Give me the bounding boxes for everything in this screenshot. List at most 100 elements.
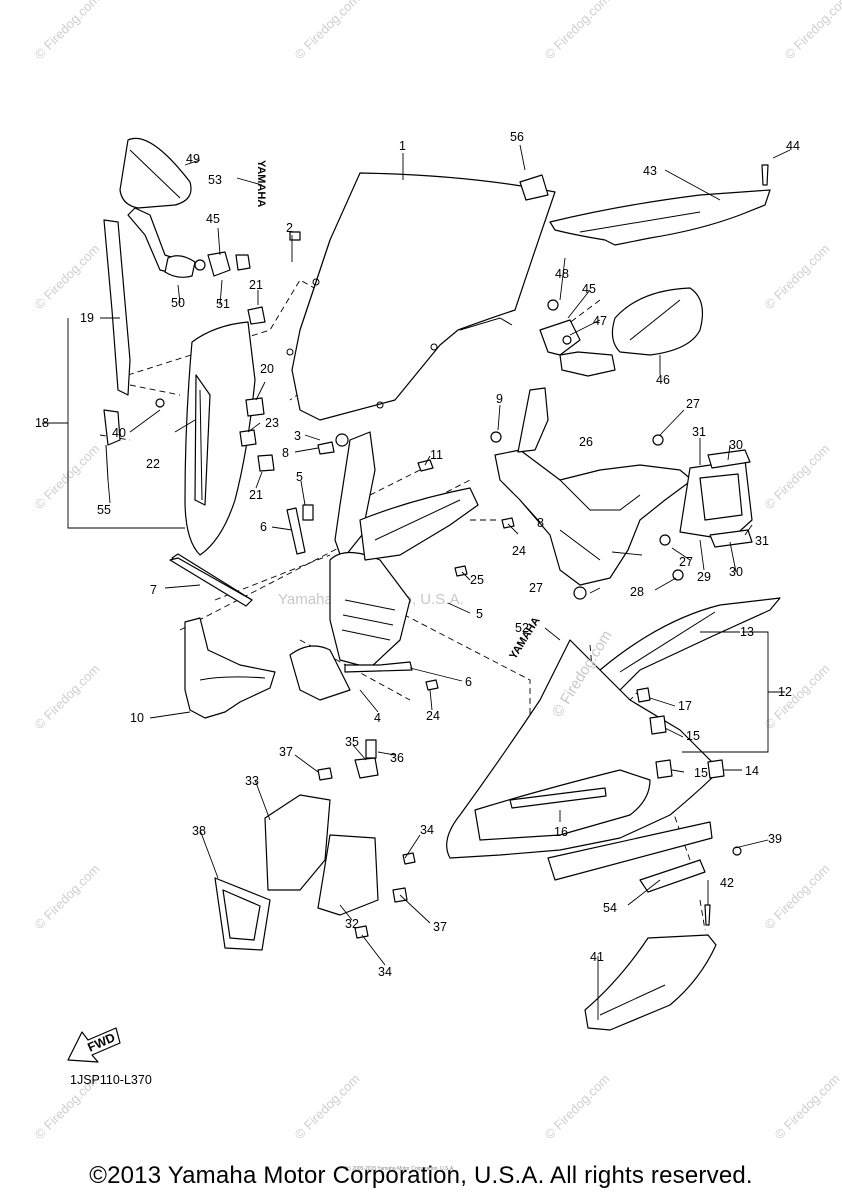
callout-38: 38 [192,824,206,838]
callout-25: 25 [470,573,484,587]
callout-14: 14 [745,764,759,778]
callout-5: 5 [296,470,303,484]
watermark: © Firedog.com [32,441,103,512]
diagram-reference-code: 1JSP110-L370 [70,1073,152,1087]
callout-36: 36 [390,751,404,765]
callout-31: 31 [755,534,769,548]
watermark: © Firedog.com [762,861,833,932]
clips-left [239,231,301,472]
callout-30: 30 [729,565,743,579]
copyright-notice: ©2013 Yamaha Motor Corporation, U.S.A. A… [89,1162,753,1189]
watermark: © Firedog.com [32,241,103,312]
watermark: © Firedog.com [32,661,103,732]
callout-21: 21 [249,488,263,502]
callout-37: 37 [279,745,293,759]
callout-44: 44 [786,139,800,153]
rod-7 [169,557,253,607]
callout-47: 47 [593,314,607,328]
callout-32: 32 [345,917,359,931]
callout-53: 53 [208,173,222,187]
callout-29: 29 [697,570,711,584]
callout-27: 27 [679,555,693,569]
callout-31: 31 [692,425,706,439]
callout-49: 49 [186,152,200,166]
callout-12: 12 [778,685,792,699]
mirror-left [119,137,251,278]
callout-52: 52 [515,621,529,635]
callout-50: 50 [171,296,185,310]
callout-20: 20 [260,362,274,376]
callout-30: 30 [729,438,743,452]
callout-16: 16 [554,825,568,839]
lower-panel-right [584,904,717,1031]
cowl-stay [490,387,693,600]
callout-37: 37 [433,920,447,934]
watermark: © Firedog.com [292,0,363,62]
watermark: © Firedog.com [762,441,833,512]
callout-8: 8 [282,446,289,460]
watermark: © Firedog.com [762,661,833,732]
leader-lines [42,144,791,1020]
callout-45: 45 [206,212,220,226]
callout-33: 33 [245,774,259,788]
callout-1: 1 [399,139,406,153]
callout-45: 45 [582,282,596,296]
fwd-arrow-icon: FWD [67,1027,121,1063]
callout-28: 28 [630,585,644,599]
callout-35: 35 [345,735,359,749]
top-cover [549,164,771,246]
callout-43: 43 [643,164,657,178]
callout-9: 9 [496,392,503,406]
mirror-right [539,287,703,377]
callout-39: 39 [768,832,782,846]
callout-labels: 1 2 3 4 5 5 6 6 7 8 8 9 10 11 12 13 14 1… [35,130,800,979]
callout-8: 8 [537,516,544,530]
watermark: © Firedog.com [762,241,833,312]
watermark: © Firedog.com [32,861,103,932]
callout-2: 2 [286,221,293,235]
decal-53: YAMAHA [255,160,267,207]
clips-right [636,687,742,856]
callout-19: 19 [80,311,94,325]
callout-11: 11 [430,448,443,462]
callout-3: 3 [294,429,301,443]
callout-4: 4 [374,711,381,725]
callout-48: 48 [555,267,569,281]
callout-6: 6 [465,675,472,689]
callout-17: 17 [678,699,692,713]
callout-24: 24 [512,544,526,558]
side-duct-left [184,617,276,719]
callout-27: 27 [529,581,543,595]
callout-15: 15 [694,766,708,780]
watermark: © Firedog.com [772,1071,842,1142]
callout-27: 27 [686,397,700,411]
bolts-center [417,459,515,691]
callout-55: 55 [97,503,111,517]
callout-26: 26 [579,435,593,449]
watermark: © Firedog.com [542,0,613,62]
left-side-cowl [103,219,256,556]
callout-15: 15 [686,729,700,743]
callout-56: 56 [510,130,524,144]
callout-24: 24 [426,709,440,723]
callout-23: 23 [265,416,279,430]
callout-13: 13 [740,625,754,639]
callout-40: 40 [112,426,126,440]
tiny-credit: (c) 2005-2015 Yamaha Motor Corporation, … [345,1166,455,1172]
watermark: © Firedog.com [542,1071,613,1142]
callout-42: 42 [720,876,734,890]
right-side-cowl: YAMAHA © Firedog.com [446,597,781,893]
callout-46: 46 [656,373,670,387]
callout-6: 6 [260,520,267,534]
callout-34: 34 [420,823,434,837]
watermark: © Firedog.com [292,1071,363,1142]
callout-18: 18 [35,416,49,430]
watermark: © Firedog.com [32,0,103,62]
callout-5: 5 [476,607,483,621]
callout-10: 10 [130,711,144,725]
air-duct-right [679,449,753,548]
callout-41: 41 [590,950,604,964]
decal-yamaha-text: YAMAHA [255,160,267,207]
upper-cowl [289,431,479,701]
